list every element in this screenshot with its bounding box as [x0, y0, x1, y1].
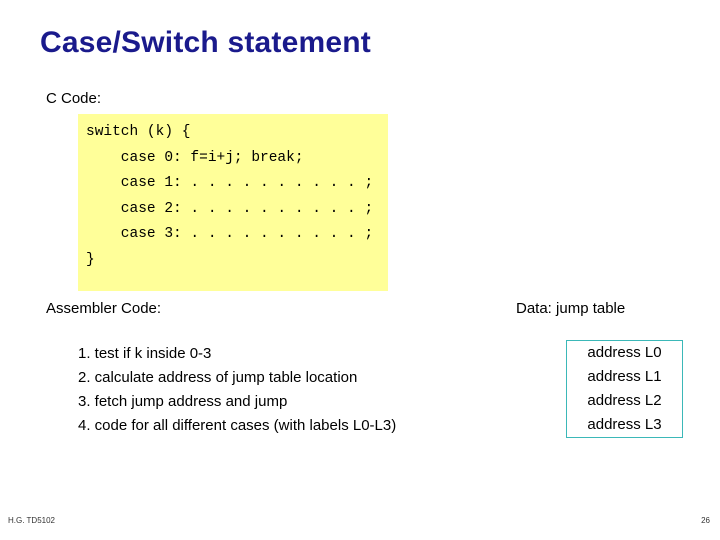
table-row: address L2 [587, 392, 662, 409]
footer-page-number: 26 [701, 516, 710, 525]
list-item: 3. fetch jump address and jump [78, 393, 288, 410]
c-code-listing: switch (k) { case 0: f=i+j; break; case … [86, 124, 374, 268]
table-row: address L1 [587, 368, 662, 385]
c-code-label: C Code: [46, 90, 102, 107]
table-row: address L3 [587, 416, 662, 433]
footer-course-code: H.G. TD5102 [8, 516, 55, 525]
page-title: Case/Switch statement [40, 26, 371, 59]
list-item: 4. code for all different cases (with la… [78, 417, 397, 434]
list-item: 2. calculate address of jump table locat… [78, 369, 358, 386]
jump-table-label: Data: jump table [516, 300, 626, 317]
assembler-code-label: Assembler Code: [46, 300, 162, 317]
jump-table: address L0 address L1 address L2 address… [566, 340, 683, 438]
code-block-background [78, 114, 388, 291]
list-item: 1. test if k inside 0-3 [78, 345, 212, 362]
assembler-steps-list: 1. test if k inside 0-3 2. calculate add… [78, 342, 396, 438]
table-row: address L0 [587, 344, 662, 361]
